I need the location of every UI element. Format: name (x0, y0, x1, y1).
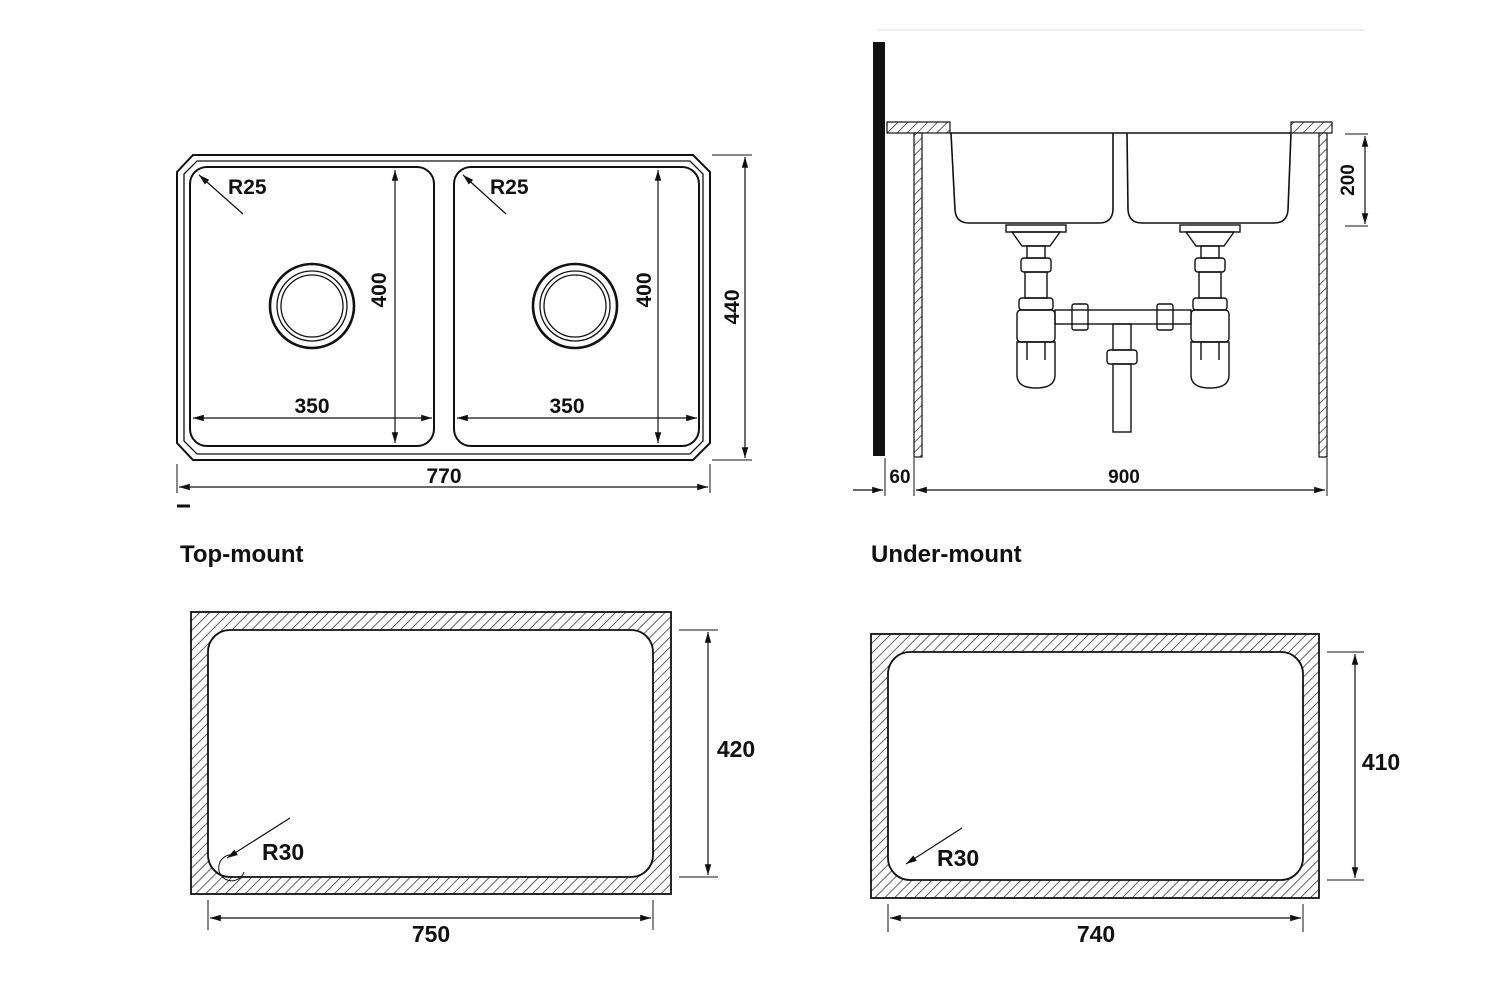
sink-outline (176, 154, 711, 461)
countertop-right (1290, 121, 1333, 134)
overall-width-label: 770 (426, 465, 461, 488)
bowl-width-label-left: 350 (294, 395, 329, 418)
cabinet-width-label: 900 (1108, 467, 1140, 488)
connector-pipe (1054, 303, 1192, 433)
bowl-section-right (1126, 132, 1292, 224)
undermount-cutout-width-label: 740 (1077, 921, 1115, 947)
topmount-cutout-height-label: 420 (717, 736, 755, 762)
bowl-width-label-right: 350 (549, 395, 584, 418)
wall (873, 42, 885, 456)
right-bowl (453, 166, 700, 447)
undermount-cutout (870, 633, 1364, 932)
cabinet-side-left (913, 132, 923, 458)
topmount-cutout (190, 611, 718, 930)
radius-label-left: R25 (228, 176, 267, 199)
undermount-section (853, 29, 1369, 496)
double-bowl-plan (176, 154, 752, 508)
cabinet-side-right (1318, 132, 1328, 458)
bowl-section-left (950, 132, 1114, 224)
bowl-height-label-right: 400 (633, 272, 656, 307)
topmount-cutout-width-label: 750 (412, 921, 450, 947)
countertop-left (886, 121, 951, 134)
caption-top-mount: Top-mount (180, 541, 304, 568)
topmount-cutout-radius-label: R30 (262, 839, 304, 865)
undermount-cutout-radius-label: R30 (937, 845, 979, 871)
caption-under-mount: Under-mount (871, 541, 1022, 568)
bowl-height-label-left: 400 (368, 272, 391, 307)
waste-fitting-left (1005, 224, 1067, 389)
overall-height-label: 440 (721, 289, 744, 324)
radius-label-right: R25 (490, 176, 529, 199)
bowl-depth-label: 200 (1338, 164, 1359, 196)
right-drain (531, 262, 619, 350)
waste-fitting-right (1179, 224, 1241, 389)
left-bowl (189, 166, 435, 447)
undermount-cutout-height-label: 410 (1362, 749, 1400, 775)
wall-clearance-label: 60 (889, 467, 910, 488)
left-drain (268, 262, 356, 350)
sink-inner-outline (183, 160, 704, 455)
